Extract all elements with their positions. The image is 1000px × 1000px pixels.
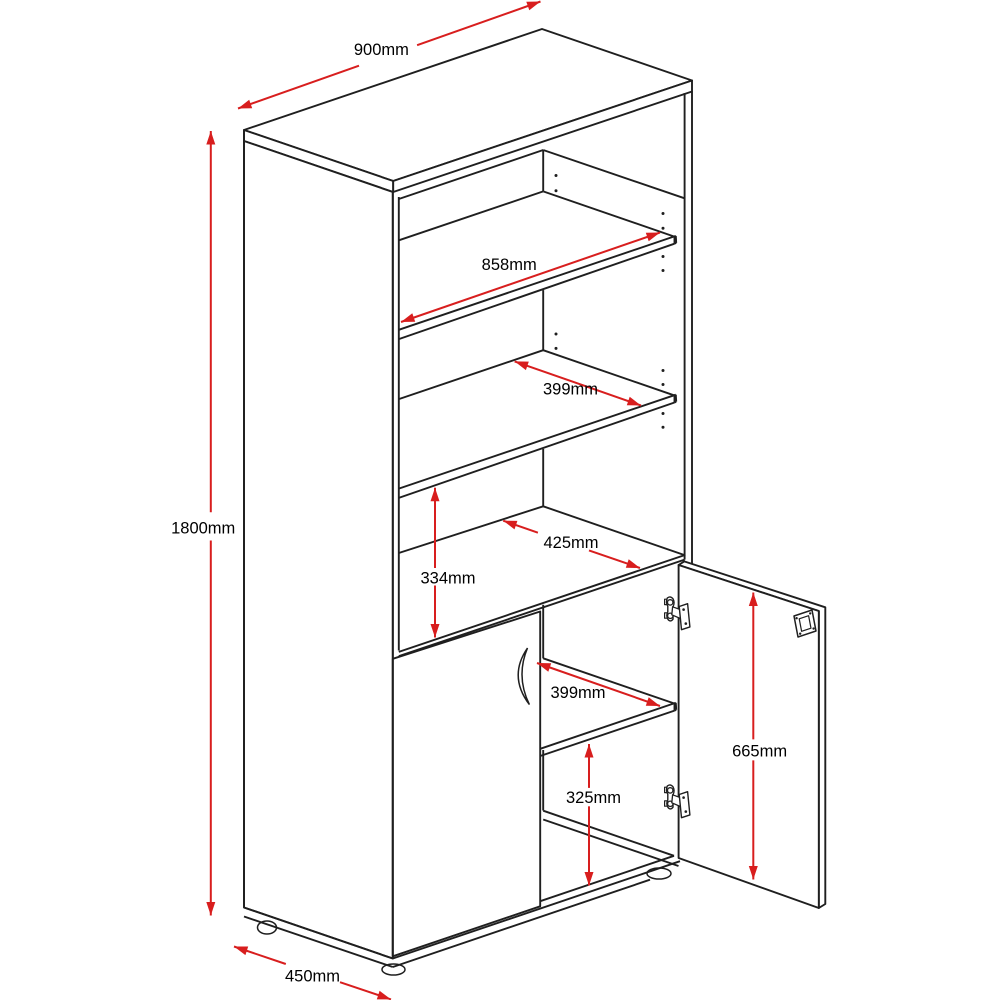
svg-text:1800mm: 1800mm [171,519,235,537]
svg-text:399mm: 399mm [550,684,605,702]
svg-text:425mm: 425mm [543,534,598,552]
svg-text:325mm: 325mm [566,789,621,807]
svg-text:450mm: 450mm [285,967,340,985]
svg-text:900mm: 900mm [354,41,409,59]
svg-text:858mm: 858mm [482,256,537,274]
svg-text:665mm: 665mm [732,742,787,760]
svg-text:334mm: 334mm [420,569,475,587]
svg-text:399mm: 399mm [543,380,598,398]
